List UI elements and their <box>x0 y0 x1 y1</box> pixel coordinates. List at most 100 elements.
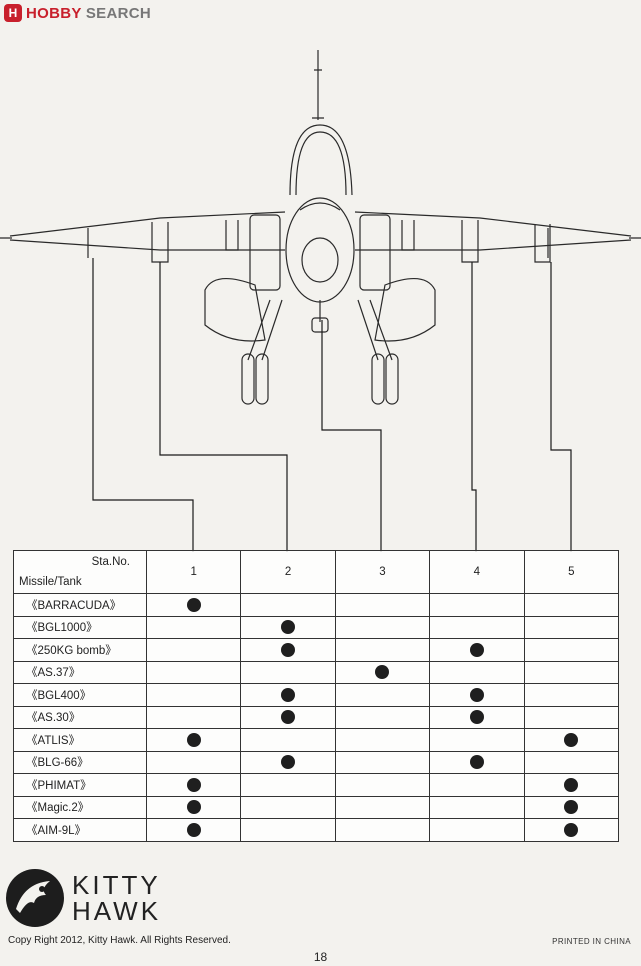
station-cell <box>145 705 242 729</box>
printed-in-label: PRINTED IN CHINA <box>552 937 631 946</box>
station-cell <box>429 705 525 729</box>
station-cell <box>334 795 431 819</box>
station-cell <box>240 660 336 684</box>
table-row: 《PHIMAT》 <box>13 773 620 797</box>
weapon-name-cell: 《AS.37》 <box>13 660 147 684</box>
weapon-name-cell: 《BGL1000》 <box>13 615 147 639</box>
table-row: 《ATLIS》 <box>13 728 620 752</box>
station-cell <box>334 683 431 707</box>
station-cell <box>334 773 431 797</box>
station-cell <box>145 683 242 707</box>
mount-dot-icon <box>186 597 201 612</box>
station-cell <box>523 818 620 842</box>
kitty-hawk-logo: KITTY HAWK <box>6 869 161 927</box>
missile-tank-label: Missile/Tank <box>19 576 82 588</box>
station-cell <box>334 750 431 774</box>
table-row: 《AS.30》 <box>13 705 620 729</box>
hawk-head-icon <box>6 869 64 927</box>
mount-dot-icon <box>469 755 484 770</box>
page-number: 18 <box>313 950 328 964</box>
copyright-notice: Copy Right 2012, Kitty Hawk. All Rights … <box>8 935 231 946</box>
station-cell <box>429 795 525 819</box>
weapon-name-cell: 《ATLIS》 <box>13 728 147 752</box>
station-cell <box>240 728 336 752</box>
station-cell <box>145 660 242 684</box>
mount-dot-icon <box>375 665 390 680</box>
logo-wordmark: KITTY HAWK <box>72 870 162 926</box>
station-cell <box>240 705 336 729</box>
station-cell <box>240 638 336 662</box>
mount-dot-icon <box>281 755 296 770</box>
station-cell <box>523 683 620 707</box>
station-header: 5 <box>523 550 620 594</box>
mount-dot-icon <box>564 822 579 837</box>
station-cell <box>240 818 336 842</box>
station-cell <box>240 615 336 639</box>
table-row: 《BGL400》 <box>13 683 620 707</box>
station-cell <box>145 795 242 819</box>
weapon-name-cell: 《BLG-66》 <box>13 750 147 774</box>
station-number-label: Sta.No. <box>91 556 130 568</box>
station-cell <box>145 615 242 639</box>
station-cell <box>523 593 620 617</box>
mount-dot-icon <box>564 800 579 815</box>
weapon-name-cell: 《BARRACUDA》 <box>13 593 147 617</box>
mount-dot-icon <box>281 620 296 635</box>
station-cell <box>429 638 525 662</box>
station-cell <box>240 683 336 707</box>
station-cell <box>429 593 525 617</box>
station-cell <box>145 750 242 774</box>
station-cell <box>145 818 242 842</box>
mount-dot-icon <box>469 642 484 657</box>
mount-dot-icon <box>469 687 484 702</box>
mount-dot-icon <box>186 777 201 792</box>
station-cell <box>240 593 336 617</box>
weapon-name-cell: 《Magic.2》 <box>13 795 147 819</box>
table-header-row: Sta.No. Missile/Tank 1 2 3 4 5 <box>13 550 620 594</box>
station-cell <box>523 638 620 662</box>
station-cell <box>523 750 620 774</box>
hobbysearch-watermark: H HOBBY SEARCH <box>4 4 151 22</box>
station-cell <box>334 615 431 639</box>
station-cell <box>429 773 525 797</box>
watermark-text: HOBBY SEARCH <box>26 4 152 22</box>
mount-dot-icon <box>186 800 201 815</box>
mount-dot-icon <box>281 687 296 702</box>
mount-dot-icon <box>281 642 296 657</box>
table-row: 《AIM-9L》 <box>13 818 620 842</box>
station-cell <box>523 728 620 752</box>
mount-dot-icon <box>186 732 201 747</box>
station-cell <box>429 750 525 774</box>
station-cell <box>523 795 620 819</box>
mount-dot-icon <box>564 732 579 747</box>
station-cell <box>523 615 620 639</box>
station-header: 2 <box>240 550 336 594</box>
station-cell <box>145 728 242 752</box>
station-cell <box>429 818 525 842</box>
weapon-name-cell: 《BGL400》 <box>13 683 147 707</box>
station-header: 4 <box>429 550 525 594</box>
station-cell <box>523 660 620 684</box>
station-cell <box>334 593 431 617</box>
table-row: 《BLG-66》 <box>13 750 620 774</box>
table-row: 《BGL1000》 <box>13 615 620 639</box>
mount-dot-icon <box>469 710 484 725</box>
mount-dot-icon <box>186 822 201 837</box>
station-cell <box>429 683 525 707</box>
table-row: 《BARRACUDA》 <box>13 593 620 617</box>
station-header: 1 <box>145 550 242 594</box>
station-cell <box>523 705 620 729</box>
station-cell <box>334 705 431 729</box>
station-cell <box>429 728 525 752</box>
weapon-name-cell: 《AS.30》 <box>13 705 147 729</box>
station-cell <box>429 660 525 684</box>
header-corner-cell: Sta.No. Missile/Tank <box>13 550 147 594</box>
station-cell <box>145 638 242 662</box>
table-row: 《250KG bomb》 <box>13 638 620 662</box>
mount-dot-icon <box>281 710 296 725</box>
station-cell <box>334 660 431 684</box>
weapon-name-cell: 《AIM-9L》 <box>13 818 147 842</box>
station-cell <box>523 773 620 797</box>
station-cell <box>334 638 431 662</box>
station-cell <box>240 795 336 819</box>
